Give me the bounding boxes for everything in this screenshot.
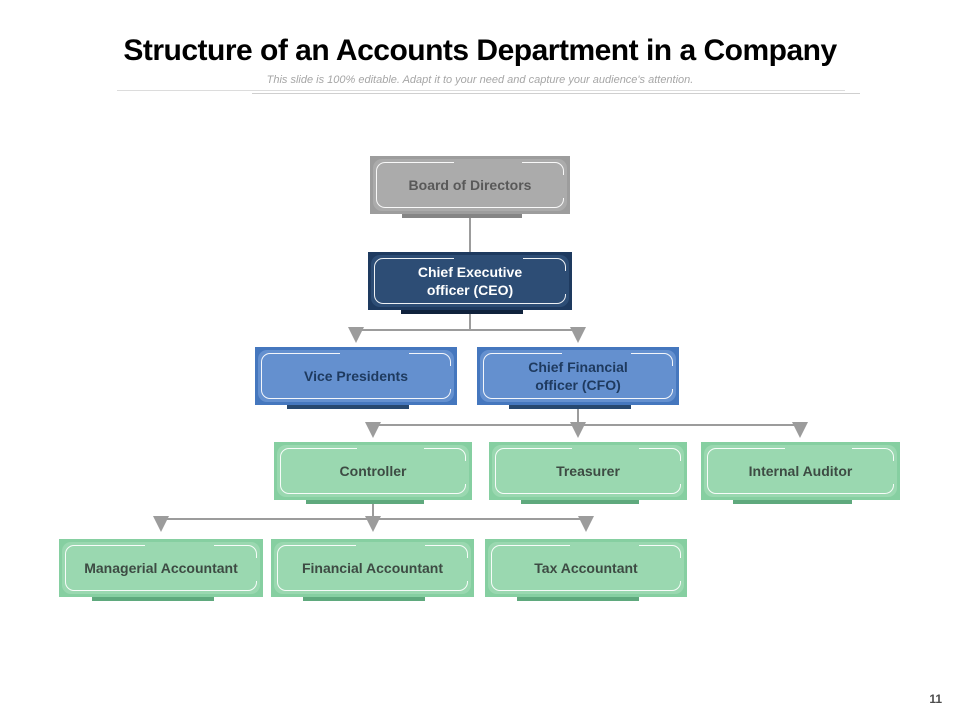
slide-subtitle: This slide is 100% editable. Adapt it to… <box>266 74 694 86</box>
frame-gap <box>561 352 631 356</box>
node-fill <box>373 159 567 211</box>
org-node-tax-accountant[interactable]: Tax Accountant <box>485 539 687 601</box>
org-node-internal-auditor[interactable]: Internal Auditor <box>701 442 900 504</box>
node-shadow-bar <box>305 500 425 504</box>
frame-gap <box>339 352 409 356</box>
node-shadow-bar <box>520 500 640 504</box>
node-fill <box>492 445 684 497</box>
org-node-ceo[interactable]: Chief Executive officer (CEO) <box>368 252 572 314</box>
node-label: Tax Accountant <box>534 559 638 576</box>
node-label: Controller <box>339 462 407 479</box>
frame-gap <box>678 460 682 484</box>
node-fill <box>258 350 454 402</box>
node-shadow-bar <box>91 597 215 601</box>
page-number: 11 <box>929 692 942 706</box>
frame-gap <box>569 544 639 548</box>
frame-gap <box>448 365 452 389</box>
node-label: Vice Presidents <box>303 367 409 384</box>
frame-gap <box>454 161 522 165</box>
frame-gap <box>453 257 524 261</box>
frame-gap <box>678 557 682 581</box>
frame-gap <box>891 460 895 484</box>
node-fill <box>704 445 897 497</box>
node-shadow-bar <box>509 405 631 409</box>
org-node-cfo[interactable]: Chief Financial officer (CFO) <box>477 347 679 409</box>
frame-gap <box>356 544 426 548</box>
node-shadow-bar <box>402 214 522 218</box>
node-shadow-bar <box>400 310 524 314</box>
slide-title: Structure of an Accounts Department in a… <box>123 34 837 68</box>
org-node-managerial-accountant[interactable]: Managerial Accountant <box>59 539 263 601</box>
node-shadow-bar <box>517 597 639 601</box>
frame-gap <box>563 270 567 294</box>
frame-gap <box>670 365 674 389</box>
frame-gap <box>254 557 258 581</box>
node-fill <box>62 542 260 594</box>
frame-gap <box>465 557 469 581</box>
header-divider-line <box>117 90 845 91</box>
header-divider-line-2 <box>252 93 860 94</box>
node-shadow-bar <box>287 405 409 409</box>
node-fill <box>371 255 569 307</box>
node-label: Managerial Accountant <box>84 559 238 576</box>
node-shadow-bar <box>732 500 853 504</box>
org-node-board-of-directors[interactable]: Board of Directors <box>370 156 570 218</box>
node-label: Financial Accountant <box>301 559 444 576</box>
org-node-treasurer[interactable]: Treasurer <box>489 442 687 504</box>
node-fill <box>488 542 684 594</box>
frame-gap <box>561 174 565 198</box>
node-label: Chief Executive officer (CEO) <box>417 263 523 298</box>
node-label: Internal Auditor <box>748 462 853 479</box>
org-node-controller[interactable]: Controller <box>274 442 472 504</box>
node-label: Board of Directors <box>408 176 532 193</box>
node-fill <box>274 542 471 594</box>
frame-gap <box>144 544 215 548</box>
frame-gap <box>357 447 425 451</box>
node-label: Treasurer <box>556 462 620 479</box>
node-shadow-bar <box>303 597 426 601</box>
org-node-vice-presidents[interactable]: Vice Presidents <box>255 347 457 409</box>
frame-gap <box>463 460 467 484</box>
org-node-financial-accountant[interactable]: Financial Accountant <box>271 539 474 601</box>
frame-gap <box>784 447 853 451</box>
node-fill <box>480 350 676 402</box>
frame-gap <box>572 447 640 451</box>
node-fill <box>277 445 469 497</box>
node-label: Chief Financial officer (CFO) <box>528 358 628 393</box>
